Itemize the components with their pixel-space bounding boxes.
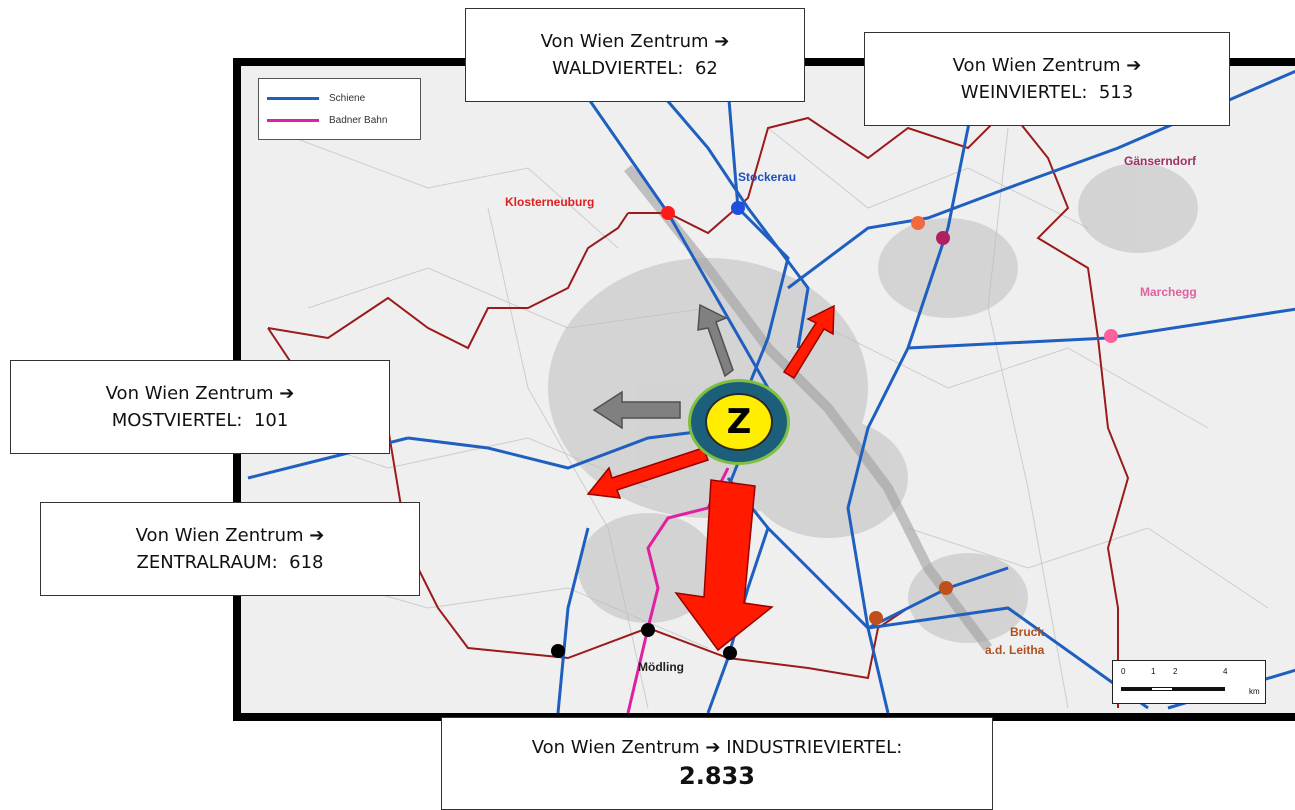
scale-tick-0: 0 (1121, 667, 1126, 676)
place-label-klosterneuburg: Klosterneuburg (505, 195, 595, 209)
place-label-moedling: Mödling (638, 660, 684, 674)
scale-segment-2 (1151, 687, 1173, 691)
arrow-industrieviertel (674, 479, 774, 652)
scale-segment-3 (1173, 687, 1225, 691)
scale-tick-1: 1 (1151, 667, 1156, 676)
place-label-gaenserndorf: Gänserndorf (1124, 154, 1197, 168)
arrow-right-icon: ➔ (714, 31, 730, 52)
place-label-bruck: Bruck (1010, 625, 1045, 639)
arrow-zentralraum (586, 447, 710, 499)
legend-label-schiene: Schiene (329, 92, 366, 104)
arrow-right-icon: ➔ (309, 525, 325, 546)
callout-weinviertel-line1: Von Wien Zentrum ➔ (952, 55, 1142, 76)
scale-unit: km (1249, 687, 1260, 696)
callout-weinviertel-value: 513 (1098, 82, 1134, 103)
arrow-weinviertel (782, 304, 835, 380)
callout-waldviertel-line1: Von Wien Zentrum ➔ (540, 31, 730, 52)
center-marker-letter: Z (705, 393, 773, 451)
callout-waldviertel-line2: WALDVIERTEL: 62 (552, 58, 718, 79)
legend-label-badner-bahn: Badner Bahn (329, 114, 388, 126)
arrow-mostviertel (592, 390, 681, 430)
callout-waldviertel-value: 62 (694, 58, 718, 79)
callout-industrieviertel-value: 2.833 (679, 762, 755, 791)
rail-lines (247, 69, 1295, 713)
place-label-bruck-leitha: a.d. Leitha (985, 643, 1045, 657)
callout-zentralraum: Von Wien Zentrum ➔ ZENTRALRAUM: 618 (40, 502, 420, 596)
danube-river (624, 164, 992, 651)
callout-weinviertel: Von Wien Zentrum ➔ WEINVIERTEL: 513 (864, 32, 1230, 126)
callout-zentralraum-line2: ZENTRALRAUM: 618 (136, 552, 324, 573)
station-markers (551, 201, 1118, 660)
legend-item-schiene: Schiene (267, 91, 365, 105)
urban-area (548, 163, 1198, 643)
scale-tick-4: 4 (1223, 667, 1228, 676)
place-label-marchegg: Marchegg (1140, 285, 1197, 299)
arrow-waldviertel (697, 303, 734, 378)
callout-mostviertel-value: 101 (253, 410, 289, 431)
legend-item-badner-bahn: Badner Bahn (267, 113, 387, 127)
callout-mostviertel-line2: MOSTVIERTEL: 101 (111, 410, 289, 431)
legend-swatch-badner-bahn (267, 118, 319, 122)
map-svg (247, 69, 1295, 713)
flow-arrows (586, 303, 835, 652)
arrow-right-icon: ➔ (279, 383, 295, 404)
callout-zentralraum-line1: Von Wien Zentrum ➔ (135, 525, 325, 546)
region-border (267, 106, 1130, 708)
center-marker: Z (688, 379, 790, 465)
callout-industrieviertel-line1: Von Wien Zentrum ➔ INDUSTRIEVIERTEL: (531, 737, 903, 759)
place-label-stockerau: Stockerau (738, 170, 797, 184)
callout-waldviertel: Von Wien Zentrum ➔ WALDVIERTEL: 62 (465, 8, 805, 102)
arrow-right-icon: ➔ (1126, 55, 1142, 76)
callout-mostviertel: Von Wien Zentrum ➔ MOSTVIERTEL: 101 (10, 360, 390, 454)
scale-bar: 0 1 2 4 km (1112, 660, 1266, 704)
callout-zentralraum-value: 618 (289, 552, 324, 573)
callout-weinviertel-line2: WEINVIERTEL: 513 (960, 82, 1134, 103)
map-legend: Schiene Badner Bahn (258, 78, 421, 140)
callout-industrieviertel: Von Wien Zentrum ➔ INDUSTRIEVIERTEL: 2.8… (441, 717, 993, 810)
legend-swatch-rail (267, 96, 319, 100)
scale-tick-2: 2 (1173, 667, 1178, 676)
callout-mostviertel-line1: Von Wien Zentrum ➔ (105, 383, 295, 404)
scale-segment-1 (1121, 687, 1151, 691)
arrow-right-icon: ➔ (705, 737, 721, 759)
